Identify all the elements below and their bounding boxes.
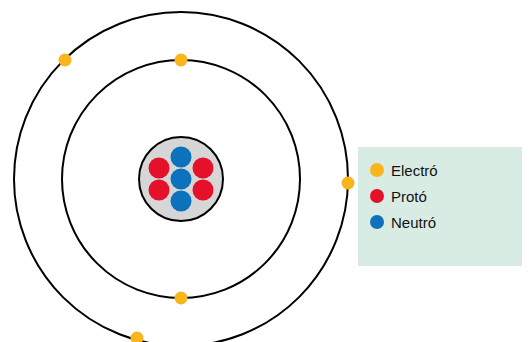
nucleus: [139, 137, 223, 221]
legend-row: Electró: [370, 157, 514, 183]
electron: [342, 177, 355, 190]
neutron: [171, 169, 192, 190]
legend-swatch: [370, 189, 384, 203]
legend-swatch: [370, 163, 384, 177]
neutron: [171, 191, 192, 212]
proton: [149, 158, 170, 179]
neutron: [171, 147, 192, 168]
electron: [175, 292, 188, 305]
inner-orbit: [62, 60, 300, 298]
proton: [149, 180, 170, 201]
legend-row: Protó: [370, 183, 514, 209]
electron: [131, 332, 144, 342]
electron: [175, 54, 188, 67]
proton: [193, 180, 214, 201]
legend-label: Protó: [391, 188, 427, 205]
legend-label: Neutró: [391, 214, 436, 231]
electron: [59, 54, 72, 67]
legend-row: Neutró: [370, 209, 514, 235]
outer-orbit: [14, 12, 348, 342]
legend-swatch: [370, 215, 384, 229]
proton: [193, 158, 214, 179]
legend-label: Electró: [391, 162, 438, 179]
legend-box: ElectróProtóNeutró: [358, 147, 522, 266]
